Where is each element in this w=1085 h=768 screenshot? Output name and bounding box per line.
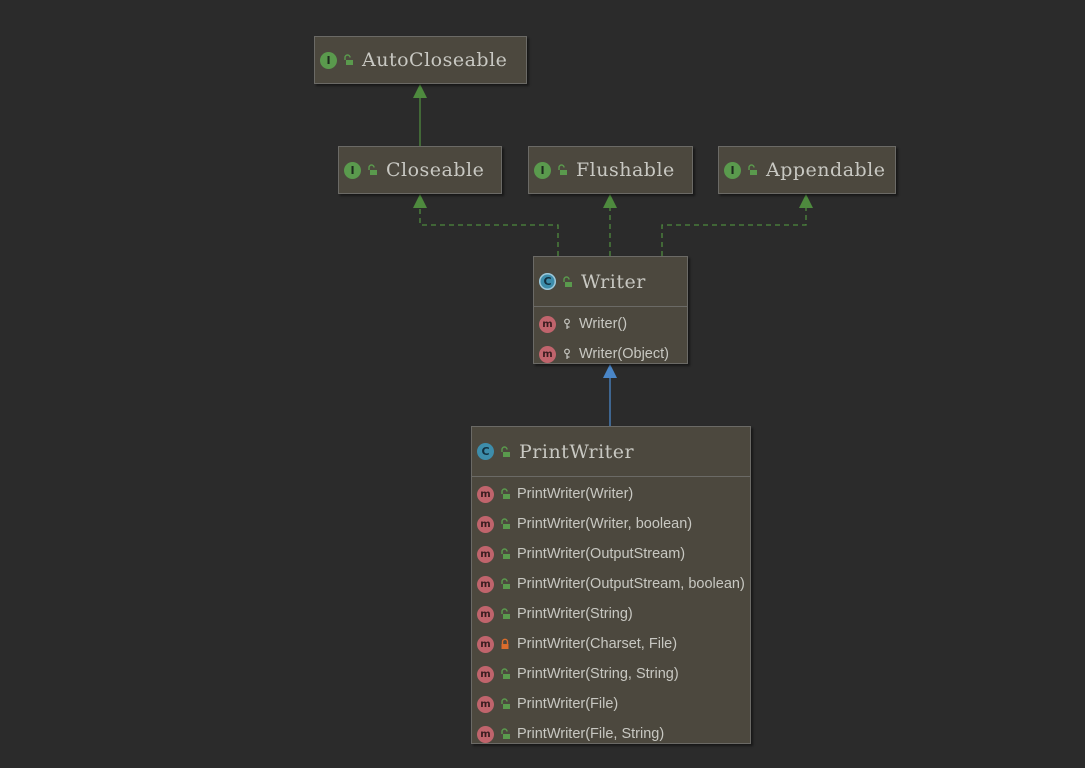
public-unlock-icon [501, 578, 510, 589]
arrowhead-flushable [603, 194, 617, 208]
member-label: PrintWriter(File) [517, 696, 619, 712]
node-title: Appendable [766, 159, 886, 181]
public-unlock-icon [748, 164, 757, 175]
public-unlock-icon [501, 698, 510, 709]
public-unlock-icon [501, 445, 510, 457]
method-icon: m [477, 575, 494, 593]
member-label: PrintWriter(String) [517, 606, 633, 622]
method-icon: m [477, 665, 494, 683]
member-label: PrintWriter(OutputStream) [517, 546, 686, 562]
node-title: Flushable [576, 159, 675, 181]
public-unlock-icon [501, 608, 510, 619]
public-unlock-icon [344, 54, 353, 65]
method-icon: m [477, 695, 494, 713]
method-icon: m [539, 345, 556, 363]
node-autocloseable[interactable]: I AutoCloseable [314, 36, 527, 84]
node-header: I Closeable [339, 147, 501, 193]
node-flushable[interactable]: I Flushable [528, 146, 693, 194]
node-appendable[interactable]: I Appendable [718, 146, 896, 194]
member-row[interactable]: m PrintWriter(File, String) [472, 719, 750, 749]
member-list: m PrintWriter(Writer) m PrintWriter(Writ… [472, 477, 750, 749]
public-unlock-icon [563, 275, 572, 287]
member-label: PrintWriter(File, String) [517, 726, 665, 742]
method-icon: m [539, 315, 556, 333]
node-title: Closeable [386, 159, 485, 181]
member-row[interactable]: m PrintWriter(Writer, boolean) [472, 509, 750, 539]
public-unlock-icon [558, 164, 567, 175]
member-label: PrintWriter(Charset, File) [517, 636, 678, 652]
edge-writer-closeable [419, 207, 559, 256]
interface-icon: I [344, 161, 361, 179]
member-label: PrintWriter(OutputStream, boolean) [517, 576, 745, 592]
member-row[interactable]: m PrintWriter(String) [472, 599, 750, 629]
member-row[interactable]: m PrintWriter(File) [472, 689, 750, 719]
member-row[interactable]: m PrintWriter(Charset, File) [472, 629, 750, 659]
public-unlock-icon [501, 548, 510, 559]
arrowhead-closeable [413, 194, 427, 208]
arrowhead-appendable [799, 194, 813, 208]
member-row[interactable]: m Writer(Object) [534, 339, 687, 369]
member-row[interactable]: m Writer() [534, 309, 687, 339]
class-icon: C [477, 443, 494, 460]
protected-key-icon [564, 318, 570, 329]
method-icon: m [477, 485, 494, 503]
node-header: I Appendable [719, 147, 895, 193]
arrowhead-autocloseable [413, 84, 427, 98]
node-title: PrintWriter [519, 440, 635, 463]
member-row[interactable]: m PrintWriter(OutputStream, boolean) [472, 569, 750, 599]
member-row[interactable]: m PrintWriter(String, String) [472, 659, 750, 689]
method-icon: m [477, 515, 494, 533]
interface-icon: I [724, 161, 741, 179]
method-icon: m [477, 635, 494, 653]
edge-writer-appendable [661, 207, 807, 256]
interface-icon: I [320, 51, 337, 69]
node-header: I AutoCloseable [315, 37, 526, 83]
public-unlock-icon [501, 488, 510, 499]
member-label: Writer(Object) [579, 346, 669, 362]
public-unlock-icon [368, 164, 377, 175]
method-icon: m [477, 725, 494, 743]
node-header: I Flushable [529, 147, 692, 193]
arrowhead-writer [603, 364, 617, 378]
interface-icon: I [534, 161, 551, 179]
node-header: C Writer [534, 257, 687, 307]
public-unlock-icon [501, 668, 510, 679]
node-title: Writer [581, 270, 646, 293]
member-label: Writer() [579, 316, 628, 332]
protected-key-icon [564, 348, 570, 359]
member-label: PrintWriter(String, String) [517, 666, 679, 682]
method-icon: m [477, 545, 494, 563]
member-list: m Writer() m Writer(Object) [534, 307, 687, 369]
node-printwriter[interactable]: C PrintWriter m PrintWriter(Writer) m Pr… [471, 426, 751, 744]
member-label: PrintWriter(Writer, boolean) [517, 516, 693, 532]
node-closeable[interactable]: I Closeable [338, 146, 502, 194]
public-unlock-icon [501, 518, 510, 529]
node-writer[interactable]: C Writer m Writer() m Writer(Object) [533, 256, 688, 364]
member-label: PrintWriter(Writer) [517, 486, 634, 502]
abstract-class-icon: C [539, 273, 556, 290]
node-title: AutoCloseable [362, 49, 508, 71]
private-lock-icon [501, 638, 509, 649]
public-unlock-icon [501, 728, 510, 739]
node-header: C PrintWriter [472, 427, 750, 477]
member-row[interactable]: m PrintWriter(OutputStream) [472, 539, 750, 569]
method-icon: m [477, 605, 494, 623]
member-row[interactable]: m PrintWriter(Writer) [472, 479, 750, 509]
